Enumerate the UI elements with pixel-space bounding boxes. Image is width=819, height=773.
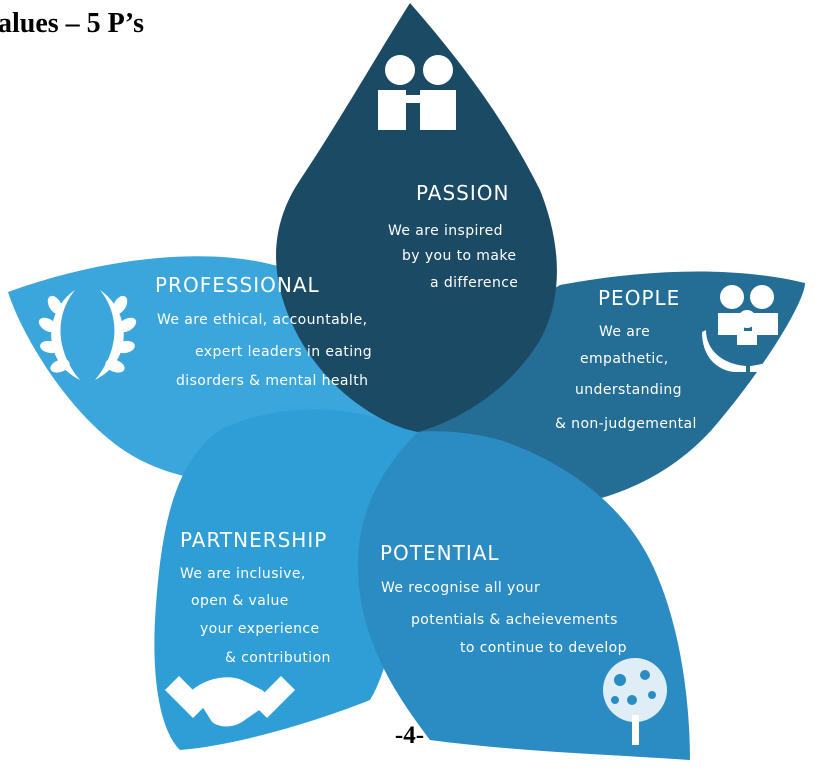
people-line-1: We are	[599, 324, 650, 340]
people-line-3: understanding	[575, 382, 682, 398]
partnership-line-4: & contribution	[225, 650, 331, 666]
potential-heading: POTENTIAL	[380, 541, 500, 565]
document-title: alues – 5 P’s	[0, 8, 144, 39]
professional-heading: PROFESSIONAL	[155, 273, 320, 297]
passion-line-2: by you to make	[402, 248, 516, 264]
passion-line-3: a difference	[430, 275, 518, 291]
professional-line-2: expert leaders in eating	[195, 344, 372, 360]
page-number: -4-	[394, 722, 425, 749]
professional-line-1: We are ethical, accountable,	[157, 312, 368, 328]
people-line-4: & non-judgemental	[555, 416, 697, 432]
hands-holding-family-icon	[702, 285, 794, 372]
potential-line-2: potentials & acheievements	[411, 612, 618, 628]
professional-line-3: disorders & mental health	[176, 373, 368, 389]
handshake-icon	[165, 676, 295, 727]
partnership-heading: PARTNERSHIP	[180, 528, 327, 552]
petal-partnership	[154, 409, 419, 750]
people-line-2: empathetic,	[580, 351, 669, 367]
partnership-line-1: We are inclusive,	[180, 566, 306, 582]
two-people-hug-icon	[378, 55, 456, 130]
passion-line-1: We are inspired	[388, 223, 503, 239]
people-heading: PEOPLE	[598, 286, 680, 310]
partnership-line-3: your experience	[200, 621, 320, 637]
petal-passion	[276, 3, 557, 432]
passion-heading: PASSION	[416, 181, 509, 205]
partnership-line-2: open & value	[191, 593, 289, 609]
laurel-wreath-icon	[38, 290, 137, 380]
potential-line-3: to continue to develop	[460, 640, 627, 656]
potential-line-1: We recognise all your	[381, 580, 540, 596]
tree-icon	[603, 658, 667, 745]
